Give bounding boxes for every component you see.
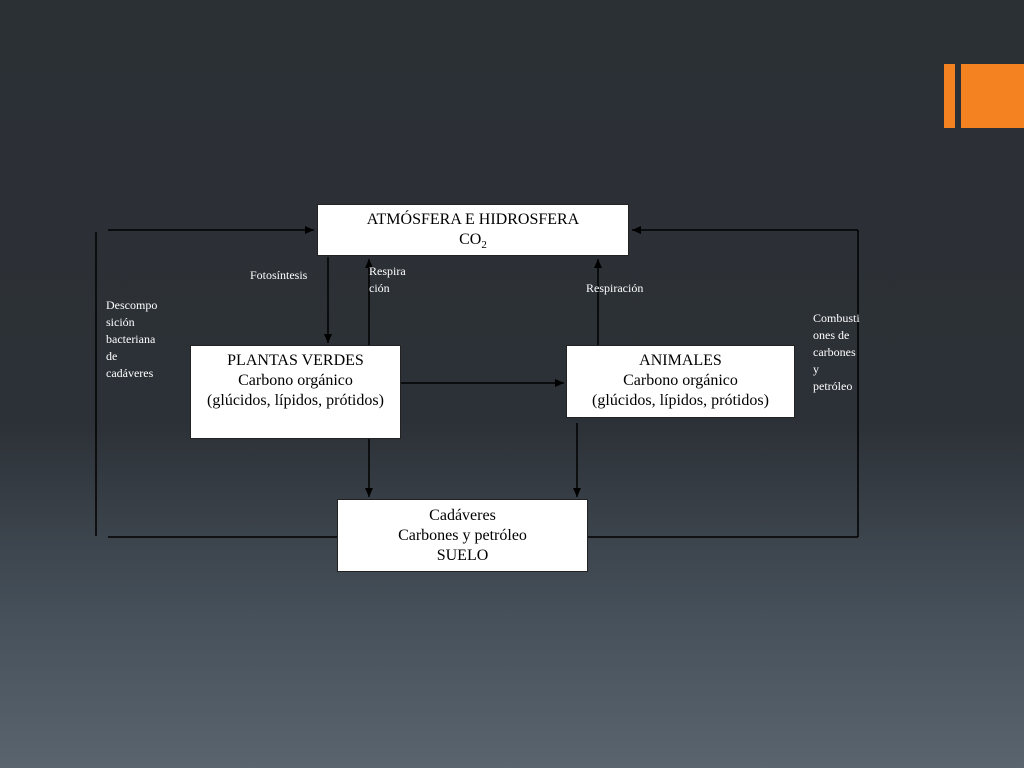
formula-main: CO [459, 231, 482, 248]
label-respiracion-plantas: Respira ción [369, 264, 406, 295]
plantas-carbono: Carbono orgánico [238, 372, 353, 389]
cadaveres-suelo: SUELO [436, 547, 489, 564]
box-animales: ANIMALES Carbono orgánico (glúcidos, líp… [566, 345, 795, 418]
label-fotosintesis: Fotosíntesis [250, 268, 308, 282]
label-descomposicion: Descompo sición bacteriana de cadáveres [106, 298, 158, 380]
plantas-title: PLANTAS VERDES [227, 352, 364, 369]
animales-title: ANIMALES [639, 352, 722, 369]
box-cadaveres-suelo: Cadáveres Carbones y petróleo SUELO [337, 499, 588, 572]
accent-bar-thick [961, 64, 1024, 128]
box-atmosfera: ATMÓSFERA E HIDROSFERA CO2 [317, 204, 629, 256]
label-respiracion-animales: Respiración [586, 281, 644, 295]
plantas-compuestos: (glúcidos, lípidos, prótidos) [207, 392, 384, 409]
box-plantas-verdes: PLANTAS VERDES Carbono orgánico (glúcido… [190, 345, 401, 439]
formula-subscript: 2 [481, 239, 487, 252]
animales-compuestos: (glúcidos, lípidos, prótidos) [592, 392, 769, 409]
cadaveres-carbones: Carbones y petróleo [398, 527, 527, 544]
accent-bar-thin [944, 64, 955, 128]
atmosfera-title: ATMÓSFERA E HIDROSFERA [366, 211, 580, 228]
atmosfera-formula: CO2 [318, 230, 628, 255]
label-combustiones: Combusti ones de carbones y petróleo [813, 311, 860, 393]
animales-carbono: Carbono orgánico [623, 372, 738, 389]
cadaveres-title: Cadáveres [429, 507, 496, 524]
